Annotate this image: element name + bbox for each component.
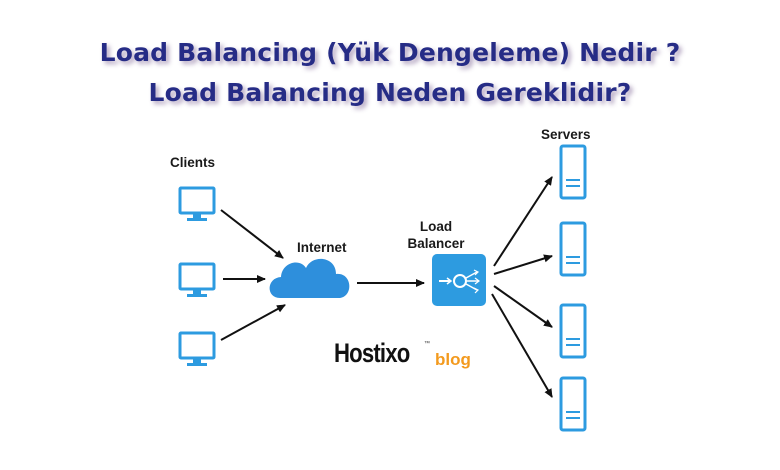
logo-trademark: ™ [424,341,430,347]
load-balancer-label-line-2: Balancer [407,236,465,251]
server-icon [559,144,587,200]
servers-label: Servers [541,127,591,142]
arrow-client-3-to-internet [220,304,286,341]
arrow-load-balancer-to-server-3 [493,285,553,328]
clients-label: Clients [170,155,216,170]
server-icon [559,303,587,359]
cloud-icon [269,258,350,298]
arrow-load-balancer-to-server-1 [493,176,553,267]
arrow-load-balancer-to-server-4 [491,293,553,398]
server-icon [559,376,587,432]
client-monitor-icon [178,186,216,221]
load-balancer-label: Load Balancer [400,218,472,252]
title-line-1: Load Balancing (Yük Dengeleme) Nedir ? [99,38,681,67]
hostixo-blog-logo: Hostixo ™ blog [334,338,471,369]
logo-blog-suffix: blog [435,350,471,369]
server-icon [559,221,587,277]
title-line-2: Load Balancing Neden Gereklidir? [148,78,632,107]
load-balancer-icon [432,254,486,306]
arrow-client-1-to-internet [220,209,284,259]
arrow-load-balancer-to-server-2 [493,254,553,275]
load-balancer-label-line-1: Load [419,219,453,234]
internet-label: Internet [297,240,347,255]
logo-name: Hostixo [334,338,410,368]
client-monitor-icon [178,331,216,366]
client-monitor-icon [178,262,216,297]
